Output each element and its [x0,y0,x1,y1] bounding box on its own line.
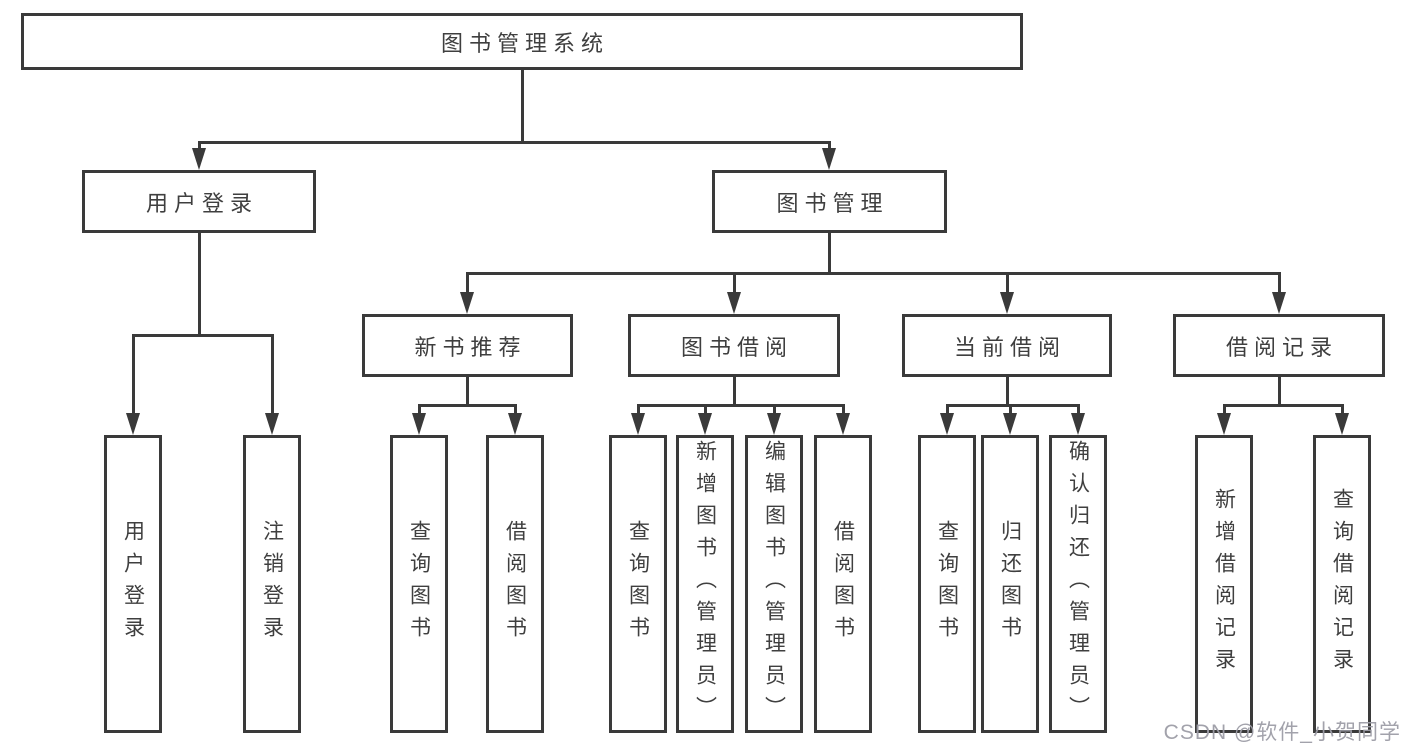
connector-arrow-stem [132,335,135,415]
node-label: 图书管理 [776,190,889,216]
connector-stub-line [198,233,201,337]
leaf-records-query-borrow-record: 查询借阅记录 [1313,435,1371,733]
leaf-records-add-borrow-record: 新增借阅记录 [1195,435,1253,733]
watermark: CSDN @软件_小贺同学 [1163,721,1401,744]
connector-arrow-stem [1077,405,1080,415]
arrow-down-icon [822,148,836,170]
arrow-down-icon [126,413,140,435]
node-label: 查询图书 [935,520,959,648]
arrow-down-icon [1272,292,1286,314]
connector-arrow-stem [418,405,421,415]
node-label: 新增借阅记录 [1212,488,1236,680]
node-label: 借阅记录 [1225,334,1338,360]
node-label: 查询图书 [407,520,431,648]
connector-branch-line [637,404,845,407]
node-book-borrowing: 图书借阅 [628,314,840,377]
leaf-borrowing-add-books-admin: 新增图书（管理员） [676,435,734,733]
connector-arrow-stem [1009,405,1012,415]
node-user-login-group: 用户登录 [82,170,316,233]
leaf-newbook-borrow-books: 借阅图书 [486,435,544,733]
node-label: 图书借阅 [680,334,793,360]
connector-stub-line [1006,377,1009,407]
node-label: 当前借阅 [953,334,1066,360]
connector-arrow-stem [1006,273,1009,294]
arrow-down-icon [192,148,206,170]
connector-arrow-stem [733,273,736,294]
arrow-down-icon [1071,413,1085,435]
arrow-down-icon [412,413,426,435]
connector-arrow-stem [1341,405,1344,415]
leaf-current-return-books: 归还图书 [981,435,1039,733]
leaf-current-query-books: 查询图书 [918,435,976,733]
arrow-down-icon [727,292,741,314]
arrow-down-icon [631,413,645,435]
connector-branch-line [418,404,517,407]
connector-branch-line [132,334,274,337]
connector-arrow-stem [514,405,517,415]
node-label: 借阅图书 [831,520,855,648]
leaf-current-confirm-return-admin: 确认归还（管理员） [1049,435,1107,733]
node-book-management: 图书管理 [712,170,947,233]
node-label: 用户登录 [145,190,258,216]
arrow-down-icon [836,413,850,435]
connector-stub-line [1278,377,1281,407]
node-label: 注销登录 [260,520,284,648]
leaf-borrowing-borrow-books: 借阅图书 [814,435,872,733]
leaf-logout-login: 注销登录 [243,435,301,733]
connector-stub-line [466,377,469,407]
arrow-down-icon [1003,413,1017,435]
arrow-down-icon [460,292,474,314]
connector-branch-line [946,404,1080,407]
connector-branch-line [198,141,831,144]
leaf-newbook-query-books: 查询图书 [390,435,448,733]
node-label: 查询借阅记录 [1330,488,1354,680]
node-system-root: 图书管理系统 [21,13,1023,70]
arrow-down-icon [698,413,712,435]
arrow-down-icon [940,413,954,435]
connector-arrow-stem [842,405,845,415]
node-label: 新增图书（管理员） [693,440,717,728]
arrow-down-icon [1217,413,1231,435]
connector-stub-line [521,70,524,144]
connector-branch-line [466,272,1281,275]
node-current-borrowing: 当前借阅 [902,314,1112,377]
node-label: 用户登录 [121,520,145,648]
node-label: 归还图书 [998,520,1022,648]
node-label: 查询图书 [626,520,650,648]
node-borrowing-records: 借阅记录 [1173,314,1385,377]
node-label: 确认归还（管理员） [1066,440,1090,728]
node-label: 借阅图书 [503,520,527,648]
leaf-user-login: 用户登录 [104,435,162,733]
arrow-down-icon [1335,413,1349,435]
node-label: 新书推荐 [414,334,527,360]
node-new-book-recommend: 新书推荐 [362,314,573,377]
connector-branch-line [1223,404,1344,407]
connector-arrow-stem [198,142,201,150]
connector-arrow-stem [1223,405,1226,415]
connector-stub-line [733,377,736,407]
arrow-down-icon [265,413,279,435]
arrow-down-icon [767,413,781,435]
node-label: 编辑图书（管理员） [762,440,786,728]
node-label: 图书管理系统 [440,30,609,56]
connector-stub-line [828,233,831,275]
connector-arrow-stem [828,142,831,150]
connector-arrow-stem [271,335,274,415]
arrow-down-icon [508,413,522,435]
connector-arrow-stem [704,405,707,415]
connector-arrow-stem [773,405,776,415]
connector-arrow-stem [1278,273,1281,294]
connector-arrow-stem [946,405,949,415]
leaf-borrowing-edit-books-admin: 编辑图书（管理员） [745,435,803,733]
leaf-borrowing-query-books: 查询图书 [609,435,667,733]
arrow-down-icon [1000,292,1014,314]
connector-arrow-stem [466,273,469,294]
connector-arrow-stem [637,405,640,415]
